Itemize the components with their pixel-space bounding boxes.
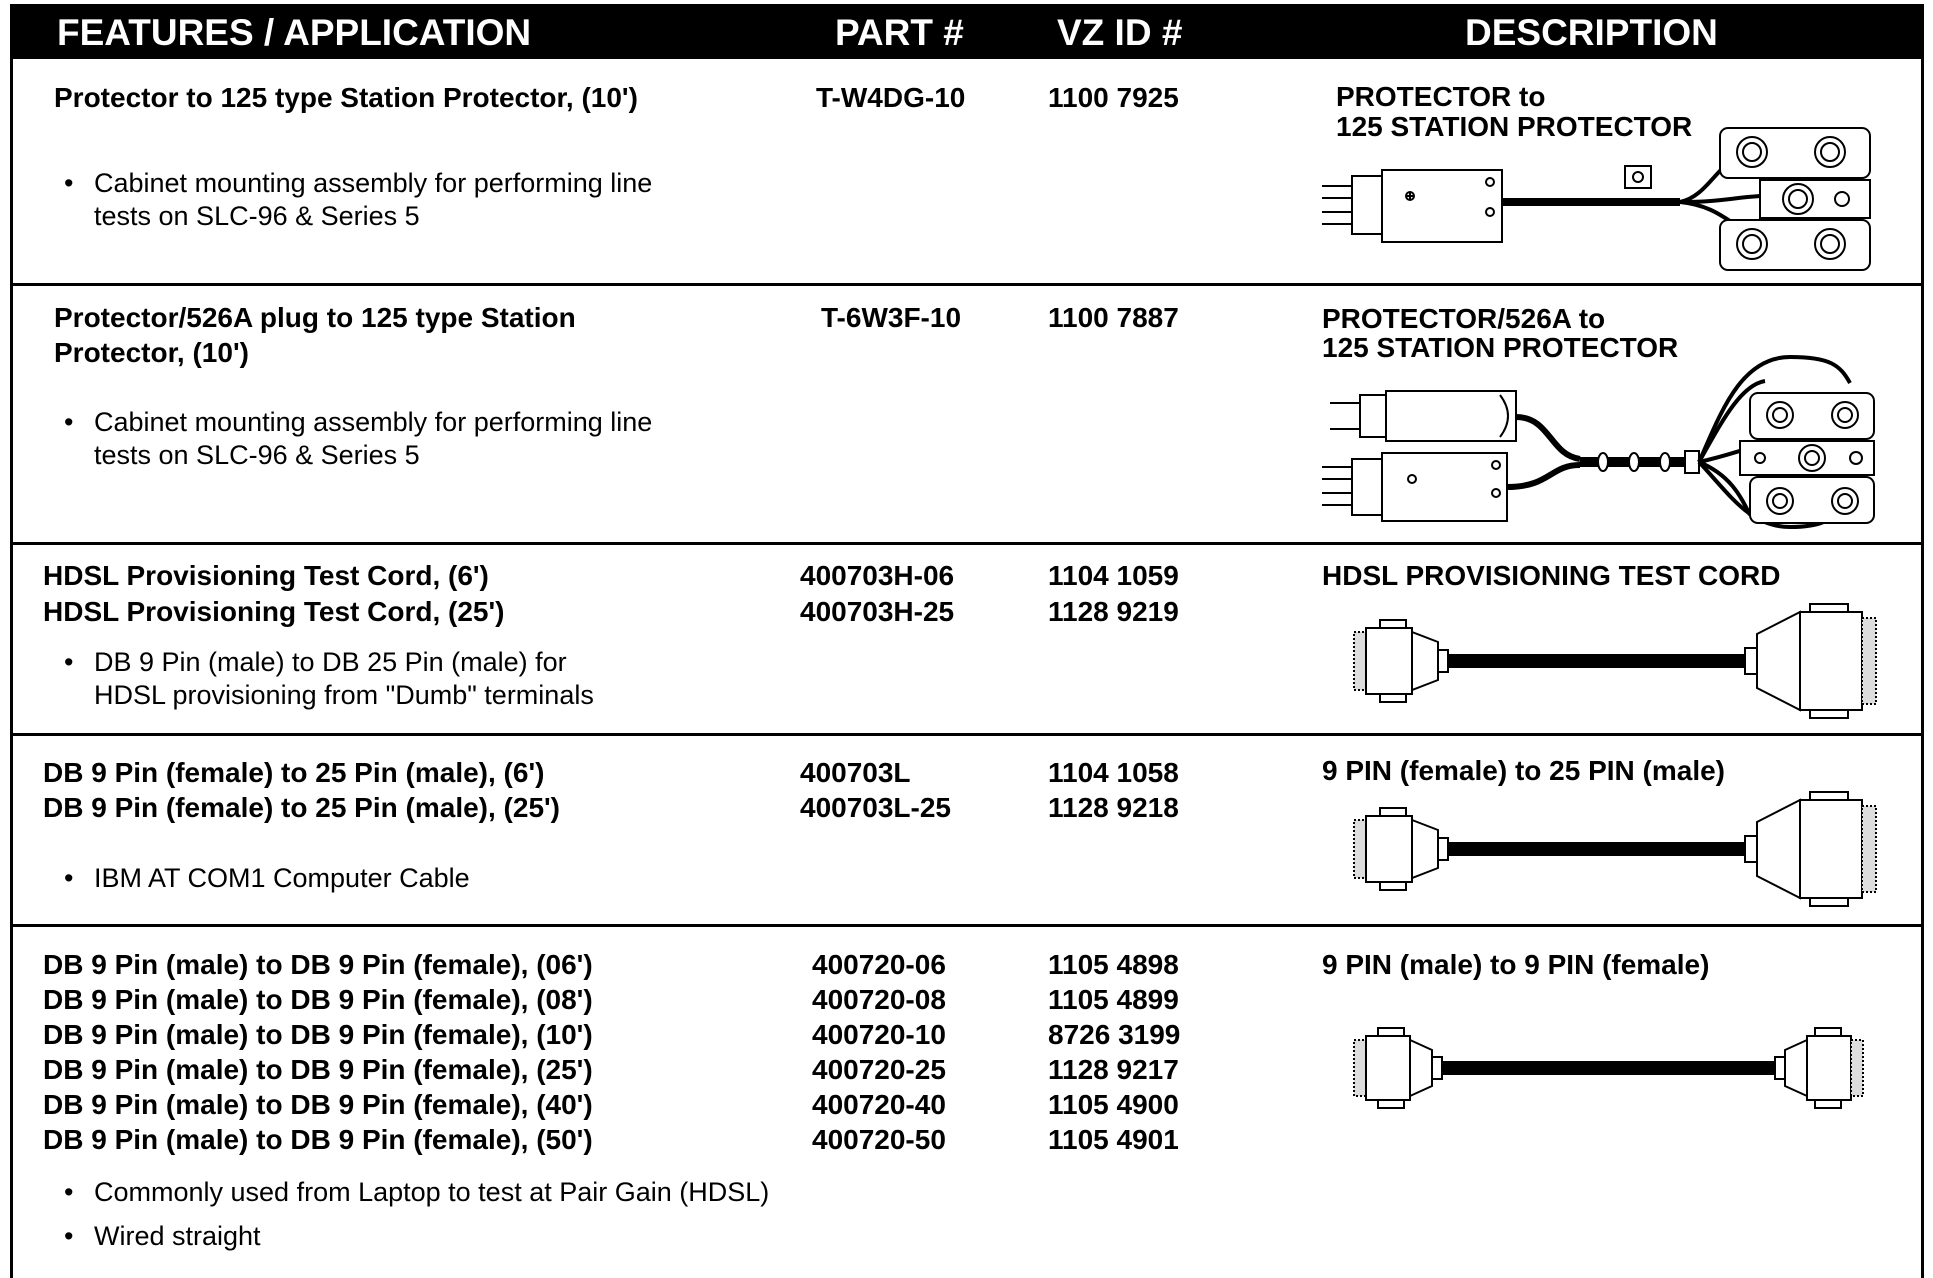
feature-title: Protector/526A plug to 125 type Station (54, 302, 576, 333)
bullet-text: IBM AT COM1 Computer Cable (94, 863, 470, 893)
feature-title: DB 9 Pin (male) to DB 9 Pin (female), (0… (43, 984, 593, 1015)
bullet-text: HDSL provisioning from "Dumb" terminals (94, 680, 594, 710)
bullet-dot: • (64, 647, 74, 677)
part-number: 400703H-06 (800, 560, 955, 591)
description-title: PROTECTOR/526A to (1322, 303, 1606, 334)
bullet-text: tests on SLC-96 & Series 5 (94, 201, 420, 231)
feature-title: DB 9 Pin (male) to DB 9 Pin (female), (5… (43, 1124, 593, 1155)
table-frame (10, 4, 1924, 1278)
part-number: T-W4DG-10 (816, 82, 966, 113)
bullet-item: • Commonly used from Laptop to test at P… (64, 1176, 964, 1211)
description-title: 125 STATION PROTECTOR (1322, 332, 1679, 363)
protector-526a-cable-illustration (1322, 355, 1875, 530)
description-title: HDSL PROVISIONING TEST CORD (1322, 560, 1781, 591)
bullet-text: Cabinet mounting assembly for performing… (94, 168, 653, 198)
part-number: 400720-50 (812, 1124, 946, 1155)
row-divider (10, 733, 1924, 736)
db9-to-db25-cable-illustration (1353, 603, 1877, 719)
vz-id: 1128 9219 (1048, 596, 1179, 627)
header-vz-id: VZ ID # (1057, 12, 1183, 53)
part-number: 400720-10 (812, 1019, 946, 1050)
part-number: 400720-08 (812, 984, 946, 1015)
part-number: 400703L-25 (800, 792, 952, 823)
bullet-item: • IBM AT COM1 Computer Cable (64, 862, 764, 897)
vz-id: 1100 7887 (1048, 302, 1179, 333)
bullet-dot: • (64, 1221, 74, 1251)
bullet-item: • Cabinet mounting assembly for performi… (64, 167, 764, 237)
vz-id: 1128 9217 (1048, 1054, 1179, 1085)
description-title: PROTECTOR to (1336, 81, 1546, 112)
row-divider (10, 924, 1924, 927)
description-title: 125 STATION PROTECTOR (1336, 111, 1693, 142)
feature-title: DB 9 Pin (male) to DB 9 Pin (female), (4… (43, 1089, 593, 1120)
row-divider (10, 283, 1924, 286)
feature-title: HDSL Provisioning Test Cord, (25') (43, 596, 505, 627)
table-header: FEATURES / APPLICATION PART # VZ ID # DE… (10, 4, 1924, 59)
vz-id: 1105 4899 (1048, 984, 1179, 1015)
feature-title: DB 9 Pin (female) to 25 Pin (male), (25'… (43, 792, 561, 823)
vz-id: 1104 1058 (1048, 757, 1179, 788)
bullet-text: DB 9 Pin (male) to DB 25 Pin (male) for (94, 647, 567, 677)
db9f-to-db25m-cable-illustration (1353, 791, 1877, 907)
header-features: FEATURES / APPLICATION (57, 12, 532, 53)
part-number: 400703L (800, 757, 911, 788)
part-number: T-6W3F-10 (821, 302, 962, 333)
part-number: 400720-06 (812, 949, 946, 980)
bullet-item: • Wired straight (64, 1220, 764, 1255)
header-description: DESCRIPTION (1465, 12, 1718, 53)
bullet-text: Commonly used from Laptop to test at Pai… (94, 1177, 770, 1207)
feature-title: DB 9 Pin (male) to DB 9 Pin (female), (0… (43, 949, 593, 980)
header-part: PART # (835, 12, 964, 53)
bullet-dot: • (64, 407, 74, 437)
feature-title: DB 9 Pin (female) to 25 Pin (male), (6') (43, 757, 545, 788)
db9m-to-db9f-cable-illustration (1353, 1027, 1864, 1109)
bullet-text: tests on SLC-96 & Series 5 (94, 440, 420, 470)
bullet-item: • Cabinet mounting assembly for performi… (64, 406, 764, 476)
part-number: 400720-25 (812, 1054, 946, 1085)
bullet-dot: • (64, 1177, 74, 1207)
description-title: 9 PIN (female) to 25 PIN (male) (1322, 755, 1726, 786)
bullet-text: Wired straight (94, 1221, 261, 1251)
part-number: 400720-40 (812, 1089, 946, 1120)
vz-id: 1105 4901 (1048, 1124, 1179, 1155)
vz-id: 8726 3199 (1048, 1019, 1181, 1050)
vz-id: 1100 7925 (1048, 82, 1179, 113)
feature-title: DB 9 Pin (male) to DB 9 Pin (female), (2… (43, 1054, 593, 1085)
vz-id: 1105 4898 (1048, 949, 1179, 980)
protector-cable-illustration (1322, 127, 1871, 271)
feature-title: DB 9 Pin (male) to DB 9 Pin (female), (1… (43, 1019, 593, 1050)
bullet-dot: • (64, 863, 74, 893)
bullet-item: • DB 9 Pin (male) to DB 25 Pin (male) fo… (64, 646, 764, 716)
bullet-text: Cabinet mounting assembly for performing… (94, 407, 653, 437)
feature-title: HDSL Provisioning Test Cord, (6') (43, 560, 489, 591)
feature-title: Protector to 125 type Station Protector,… (54, 82, 638, 113)
bullet-dot: • (64, 168, 74, 198)
vz-id: 1104 1059 (1048, 560, 1179, 591)
vz-id: 1128 9218 (1048, 792, 1179, 823)
description-title: 9 PIN (male) to 9 PIN (female) (1322, 949, 1710, 980)
feature-title: Protector, (10') (54, 337, 249, 368)
part-number: 400703H-25 (800, 596, 955, 627)
vz-id: 1105 4900 (1048, 1089, 1179, 1120)
row-divider (10, 542, 1924, 545)
